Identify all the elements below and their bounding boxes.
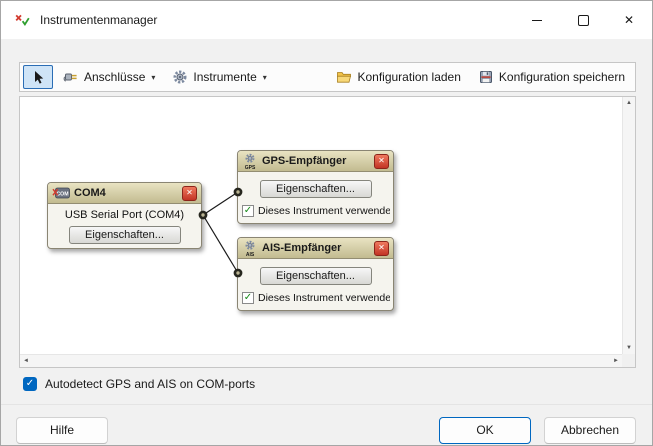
node-com4-title: COM4 bbox=[74, 187, 106, 199]
maximize-button[interactable] bbox=[560, 1, 606, 39]
connector-plug-icon bbox=[63, 73, 77, 82]
floppy-disk-icon bbox=[479, 71, 492, 83]
vertical-scrollbar[interactable]: ▲ ▼ bbox=[622, 97, 635, 354]
autodetect-checkbox[interactable]: ✓ bbox=[23, 377, 37, 391]
ais-gear-icon: AIS bbox=[245, 240, 255, 257]
cancel-button[interactable]: Abbrechen bbox=[544, 417, 636, 444]
folder-open-icon bbox=[337, 72, 352, 83]
window-title: Instrumentenmanager bbox=[40, 13, 158, 27]
scroll-down-icon[interactable]: ▼ bbox=[626, 345, 632, 351]
save-config-label: Konfiguration speichern bbox=[498, 70, 625, 84]
app-icon bbox=[15, 14, 30, 27]
node-gps-close-button[interactable]: ✕ bbox=[374, 153, 389, 169]
titlebar[interactable]: Instrumentenmanager ✕ bbox=[1, 1, 652, 39]
node-gps[interactable]: GPS GPS-Empfänger ✕ Eigenschaften... ✓ D… bbox=[237, 150, 394, 224]
load-config-label: Konfiguration laden bbox=[357, 70, 461, 84]
node-gps-use-checkbox[interactable]: ✓ bbox=[242, 205, 254, 217]
node-ais-use-label: Dieses Instrument verwende bbox=[258, 292, 390, 304]
node-gps-title: GPS-Empfänger bbox=[262, 155, 347, 167]
check-icon: ✓ bbox=[243, 292, 253, 303]
instrumente-menu-button[interactable]: Instrumente ▾ bbox=[165, 65, 273, 89]
select-tool-button[interactable] bbox=[23, 65, 53, 89]
autodetect-row: ✓ Autodetect GPS and AIS on COM-ports bbox=[23, 377, 255, 391]
scroll-up-icon[interactable]: ▲ bbox=[626, 100, 632, 106]
window-controls: ✕ bbox=[514, 1, 652, 39]
close-button[interactable]: ✕ bbox=[606, 1, 652, 39]
node-com4-header[interactable]: COM COM4 ✕ bbox=[48, 183, 201, 204]
gps-gear-icon: GPS bbox=[245, 153, 256, 170]
ok-button[interactable]: OK bbox=[439, 417, 531, 444]
anschluesse-menu-button[interactable]: Anschlüsse ▾ bbox=[56, 65, 162, 89]
node-com4-subtitle: USB Serial Port (COM4) bbox=[64, 209, 185, 221]
node-com4-close-button[interactable]: ✕ bbox=[182, 185, 197, 201]
minimize-icon bbox=[532, 19, 542, 21]
scroll-left-icon[interactable]: ◄ bbox=[23, 358, 29, 364]
autodetect-label: Autodetect GPS and AIS on COM-ports bbox=[45, 377, 256, 391]
chevron-down-icon: ▾ bbox=[262, 72, 267, 82]
check-icon: ✓ bbox=[243, 205, 253, 216]
com-port-icon: COM bbox=[52, 187, 70, 199]
node-ais[interactable]: AIS AIS-Empfänger ✕ Eigenschaften... ✓ D… bbox=[237, 237, 394, 311]
svg-text:AIS: AIS bbox=[246, 252, 255, 257]
check-icon: ✓ bbox=[25, 378, 35, 389]
svg-text:GPS: GPS bbox=[245, 165, 256, 170]
node-ais-close-button[interactable]: ✕ bbox=[374, 240, 389, 256]
gear-icon bbox=[173, 70, 187, 84]
cursor-icon bbox=[35, 71, 44, 84]
node-com4[interactable]: COM COM4 ✕ USB Serial Port (COM4) Eigens… bbox=[47, 182, 202, 249]
node-ais-header[interactable]: AIS AIS-Empfänger ✕ bbox=[238, 238, 393, 259]
svg-text:COM: COM bbox=[56, 191, 68, 197]
node-ais-use-checkbox[interactable]: ✓ bbox=[242, 292, 254, 304]
load-config-button[interactable]: Konfiguration laden bbox=[329, 65, 467, 89]
node-gps-properties-button[interactable]: Eigenschaften... bbox=[259, 180, 372, 198]
close-icon: ✕ bbox=[378, 242, 385, 252]
minimize-button[interactable] bbox=[514, 1, 560, 39]
node-ais-properties-button[interactable]: Eigenschaften... bbox=[259, 267, 372, 285]
save-config-button[interactable]: Konfiguration speichern bbox=[471, 65, 632, 89]
instrumente-label: Instrumente bbox=[193, 70, 257, 84]
diagram-canvas[interactable]: COM COM4 ✕ USB Serial Port (COM4) Eigens… bbox=[19, 96, 636, 368]
anschluesse-label: Anschlüsse bbox=[84, 70, 146, 84]
footer-divider bbox=[1, 404, 652, 405]
node-gps-use-row: ✓ Dieses Instrument verwende bbox=[242, 205, 390, 217]
node-gps-use-label: Dieses Instrument verwende bbox=[258, 205, 390, 217]
node-com4-properties-button[interactable]: Eigenschaften... bbox=[68, 226, 181, 244]
horizontal-scrollbar[interactable]: ◄ ► bbox=[20, 354, 622, 367]
close-icon: ✕ bbox=[378, 155, 385, 165]
node-ais-use-row: ✓ Dieses Instrument verwende bbox=[242, 292, 390, 304]
chevron-down-icon: ▾ bbox=[151, 72, 156, 82]
close-icon: ✕ bbox=[186, 187, 193, 197]
node-ais-title: AIS-Empfänger bbox=[262, 242, 342, 254]
node-gps-header[interactable]: GPS GPS-Empfänger ✕ bbox=[238, 151, 393, 172]
maximize-icon bbox=[577, 14, 589, 26]
toolbar: Anschlüsse ▾ Instrumente ▾ Konfiguration… bbox=[19, 62, 636, 92]
help-button[interactable]: Hilfe bbox=[16, 417, 108, 444]
close-icon: ✕ bbox=[623, 13, 635, 27]
scrollbar-corner bbox=[622, 354, 635, 367]
scroll-right-icon[interactable]: ► bbox=[613, 358, 619, 364]
